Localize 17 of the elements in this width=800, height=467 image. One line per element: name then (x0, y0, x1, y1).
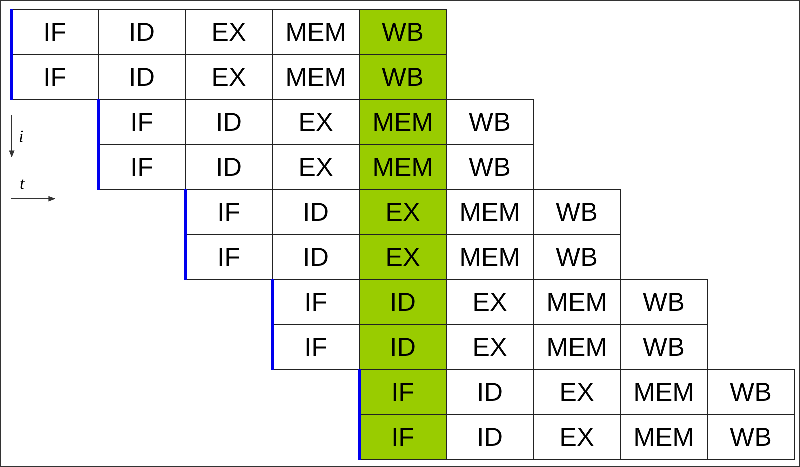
pipeline-stage-cell: MEM (359, 144, 447, 190)
pipeline-stage-cell: EX (359, 234, 447, 280)
pipeline-stage-cell: WB (707, 369, 795, 415)
pipeline-stage-cell: WB (533, 189, 621, 235)
pipeline-stage-cell: ID (359, 279, 447, 325)
pipeline-stage-cell: WB (707, 414, 795, 460)
pipeline-stage-cell: MEM (359, 99, 447, 145)
pipeline-stage-cell: WB (359, 54, 447, 100)
pipeline-stage-cell: WB (359, 9, 447, 55)
axis-label: i (19, 127, 24, 147)
pipeline-stage-cell: WB (620, 279, 708, 325)
axis-label: t (20, 174, 25, 194)
pipeline-stage-cell: EX (359, 189, 447, 235)
pipeline-stage-cell: WB (446, 99, 534, 145)
pipeline-stage-cell: IF (359, 414, 447, 460)
pipeline-stage-cell: IF (359, 369, 447, 415)
pipeline-stage-cell: ID (359, 324, 447, 370)
